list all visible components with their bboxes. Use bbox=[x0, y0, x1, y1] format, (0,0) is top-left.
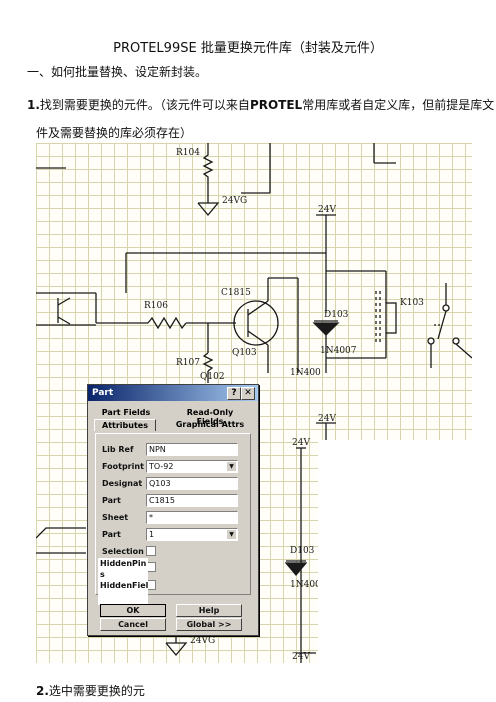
label-24v-d: 24V bbox=[292, 652, 310, 662]
label-24vg-top: 24VG bbox=[222, 196, 247, 206]
designator-label: Designat bbox=[102, 479, 143, 488]
designator-input[interactable]: Q103 bbox=[146, 477, 238, 490]
footprint-combo[interactable]: TO-92 ▼ bbox=[146, 460, 238, 473]
row-sheet: Sheet * bbox=[102, 511, 248, 524]
sheet-label: Sheet bbox=[102, 513, 129, 522]
row-lib-ref: Lib Ref NPN bbox=[102, 443, 248, 456]
resistor-r106-symbol bbox=[147, 316, 187, 330]
transistor-q103-symbol bbox=[233, 300, 279, 346]
dialog-title: Part bbox=[92, 388, 114, 398]
help-button[interactable]: Help bbox=[176, 604, 242, 617]
row-selection: Selection bbox=[102, 545, 248, 558]
step-2-text: 选中需要更换的元 bbox=[48, 684, 145, 698]
footprint-label: Footprint bbox=[102, 462, 144, 471]
step-1-number: 1. bbox=[27, 98, 40, 112]
hidden-pins-label-a: HiddenPin bbox=[100, 559, 147, 568]
part-dialog[interactable]: Part ? ✕ Part Fields Read-Only Fields At… bbox=[87, 384, 259, 636]
resistor-r107-symbol bbox=[202, 352, 214, 372]
selection-label: Selection bbox=[102, 547, 144, 556]
label-q102: Q102 bbox=[200, 372, 225, 382]
document-title: PROTEL99SE 批量更换元件库（封装及元件） bbox=[113, 41, 383, 56]
label-r107: R107 bbox=[176, 358, 200, 368]
heading-batch-replace: 一、如何批量替换、设定新封装。 bbox=[27, 65, 208, 79]
label-24v-a: 24V bbox=[318, 205, 336, 215]
label-k103: K103 bbox=[400, 298, 424, 308]
label-1n4007: 1N4007 bbox=[320, 346, 357, 356]
step-1-continuation: 件及需要替换的库必须存在） bbox=[36, 126, 193, 140]
footprint-value: TO-92 bbox=[149, 462, 174, 471]
ok-button[interactable]: OK bbox=[100, 604, 166, 617]
tab-graphical-attrs[interactable]: Graphical Attrs bbox=[175, 420, 245, 429]
part-number-value: 1 bbox=[149, 530, 155, 539]
sheet-input[interactable]: * bbox=[146, 511, 238, 524]
hidden-options-labels: HiddenPin s HiddenFiel bbox=[98, 558, 148, 605]
blank-region bbox=[318, 440, 472, 670]
tab-attributes[interactable]: Attributes bbox=[94, 419, 156, 431]
step-2-number: 2. bbox=[36, 684, 49, 698]
part-number-label: Part bbox=[102, 530, 121, 539]
dialog-titlebar[interactable]: Part ? ✕ bbox=[88, 385, 258, 401]
attributes-panel: Lib Ref NPN Footprint TO-92 ▼ Designat Q… bbox=[95, 433, 251, 595]
ground-symbol-top bbox=[197, 202, 220, 217]
close-icon[interactable]: ✕ bbox=[241, 387, 255, 400]
label-1n400-a: 1N400 bbox=[290, 368, 321, 378]
row-designator: Designat Q103 bbox=[102, 477, 248, 490]
resistor-r104-symbol bbox=[202, 143, 214, 193]
label-24v-c: 24V bbox=[292, 438, 310, 448]
ground-symbol-bottom bbox=[165, 642, 188, 657]
selection-checkbox[interactable] bbox=[146, 546, 156, 556]
lib-ref-input[interactable]: NPN bbox=[146, 443, 238, 456]
step-1-text-a: 找到需要更换的元件。（该元件可以来自 bbox=[39, 98, 250, 112]
diode-d103-lower-symbol bbox=[284, 562, 308, 577]
global-button[interactable]: Global >> bbox=[176, 618, 242, 631]
label-r104: R104 bbox=[176, 148, 200, 158]
row-footprint: Footprint TO-92 ▼ bbox=[102, 460, 248, 473]
step-1-line: 1.找到需要更换的元件。（该元件可以来自PROTEL常用库或者自定义库，但前提是… bbox=[27, 96, 494, 113]
dialog-tabs: Part Fields Read-Only Fields Attributes … bbox=[92, 405, 254, 435]
hidden-pins-label-b: s bbox=[100, 570, 105, 579]
part-number-combo[interactable]: 1 ▼ bbox=[146, 528, 238, 541]
lib-ref-label: Lib Ref bbox=[102, 445, 134, 454]
label-d103-b: D103 bbox=[290, 546, 315, 556]
label-q103: Q103 bbox=[232, 348, 257, 358]
help-icon[interactable]: ? bbox=[227, 387, 241, 400]
tab-read-only-fields[interactable]: Read-Only Fields bbox=[186, 408, 234, 426]
relay-k103-coil bbox=[385, 302, 397, 334]
tab-part-fields[interactable]: Part Fields bbox=[101, 408, 151, 417]
diode-d103-symbol bbox=[312, 322, 340, 336]
schematic-drawing: R104 24VG 24V C1815 R106 Q103 D103 1N400… bbox=[36, 143, 472, 663]
part-label: Part bbox=[102, 496, 121, 505]
label-c1815: C1815 bbox=[221, 288, 251, 298]
chevron-down-icon[interactable]: ▼ bbox=[227, 530, 236, 539]
label-d103-a: D103 bbox=[324, 310, 349, 320]
step-1-text-c: 常用库或者自定义库，但前提是库文 bbox=[302, 98, 495, 112]
step-1-protel: PROTEL bbox=[249, 98, 303, 112]
row-part: Part C1815 bbox=[102, 494, 248, 507]
label-1n400-b: 1N400 bbox=[290, 580, 321, 590]
chevron-down-icon[interactable]: ▼ bbox=[227, 462, 236, 471]
cancel-button[interactable]: Cancel bbox=[100, 618, 166, 631]
label-r106: R106 bbox=[144, 301, 168, 311]
label-24vg-bottom: 24VG bbox=[190, 636, 215, 646]
step-2-line: 2.选中需要更换的元 bbox=[36, 682, 145, 699]
label-24v-b: 24V bbox=[318, 414, 336, 424]
row-part-number: Part 1 ▼ bbox=[102, 528, 248, 541]
part-input[interactable]: C1815 bbox=[146, 494, 238, 507]
hidden-fields-label: HiddenFiel bbox=[100, 581, 149, 590]
